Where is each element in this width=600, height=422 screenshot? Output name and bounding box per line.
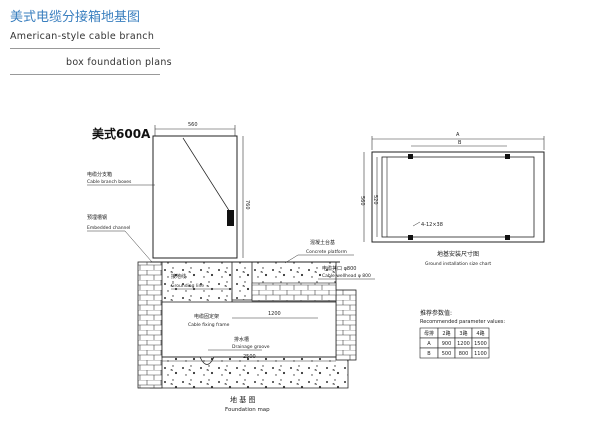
label-well: 电缆井口 φ800 Cable wellhead φ 800 [318, 265, 375, 280]
cable-branch-box [152, 135, 238, 259]
mount-hole [408, 154, 413, 159]
box-door-line [182, 137, 231, 213]
platform-brick-course [251, 282, 337, 302]
table-header-cell: 2路 [442, 330, 450, 337]
plan-dim-b: B [411, 140, 507, 147]
plan-dim-520-value: 520 [372, 195, 378, 205]
table-cell: 1200 [457, 341, 470, 347]
left-brick-wall [137, 261, 163, 389]
header-divider-2 [10, 74, 160, 75]
label-channel-en: Embedded channel [87, 225, 130, 231]
label-box-cn: 电缆分支箱 [87, 171, 112, 178]
label-frame-cn: 电缆固定架 [194, 313, 219, 320]
dim-bottom-value: 2500 [243, 354, 256, 360]
label-box: 电缆分支箱 Cable branch boxes [87, 171, 155, 186]
dim-bottom: 2500 [162, 354, 336, 362]
dim-height: 760 [242, 136, 250, 258]
params-title-en: Recommended parameter values: [420, 319, 505, 325]
dim-height-value: 760 [244, 200, 250, 210]
label-well-cn: 电缆井口 φ800 [322, 265, 356, 272]
label-channel-cn: 预埋槽钢 [87, 214, 107, 221]
page-title: 美式电缆分接箱地基图 [10, 10, 141, 25]
dim-top: 560 [154, 122, 236, 136]
drainage-groove [162, 356, 336, 365]
right-brick-wall [335, 289, 357, 361]
table-cell: B [427, 351, 431, 357]
table-header-cell: 3路 [459, 330, 467, 337]
label-platform-en: Concrete platform [306, 249, 347, 255]
table-cell: 500 [442, 351, 452, 357]
plan-caption-cn: 地基安装尺寸图 [437, 250, 479, 258]
table-header-cell: 4路 [476, 330, 484, 337]
table-cell: A [427, 341, 431, 347]
label-ground-cn: 接地线 [171, 273, 186, 280]
label-groove: 排水槽 Drainage groove [208, 336, 270, 351]
page-subtitle-line1: American-style cable branch [10, 31, 155, 42]
plan-hole-label-text: 4-12×38 [421, 222, 443, 228]
plan-dim-a: A [371, 132, 545, 150]
label-channel: 预埋槽钢 Embedded channel [87, 214, 153, 263]
table-cell: 900 [442, 341, 452, 347]
label-groove-cn: 排水槽 [234, 336, 249, 343]
label-ground: 接地线 Grounding line [171, 273, 232, 290]
plan-inner-frame [381, 156, 535, 238]
foundation-caption-en: Foundation map [225, 407, 270, 413]
plan-hole-label: 4-12×38 [412, 221, 443, 228]
label-platform: 混凝土台基 Concrete platform [284, 239, 354, 264]
table-cell: 800 [459, 351, 469, 357]
plan-dim-560-value: 560 [359, 196, 365, 206]
table-cell: 1100 [474, 351, 487, 357]
plan-caption-en: Ground installation size chart [425, 261, 491, 267]
dim-inner-value: 1200 [268, 311, 281, 317]
table-cell: 1500 [474, 341, 487, 347]
dim-inner: 1200 [232, 311, 318, 319]
label-box-en: Cable branch boxes [87, 179, 132, 185]
label-ground-en: Grounding line [171, 283, 204, 289]
label-platform-cn: 混凝土台基 [310, 239, 335, 246]
foundation-caption-cn: 地 基 图 [230, 395, 255, 404]
plan-dim-a-label: A [456, 132, 460, 138]
label-well-en: Cable wellhead φ 800 [322, 273, 371, 279]
box-handle [227, 210, 234, 226]
label-frame: 电缆固定架 Cable fixing frame [188, 313, 230, 328]
mount-hole [505, 154, 510, 159]
plan-dim-520: 520 [372, 157, 378, 237]
label-frame-en: Cable fixing frame [188, 322, 230, 328]
label-groove-en: Drainage groove [232, 344, 270, 350]
page-subtitle-line2: box foundation plans [66, 57, 172, 68]
mount-hole [505, 235, 510, 240]
table-header-cell: 母排 [424, 330, 434, 337]
model-label: 美式600A [92, 127, 151, 141]
params-title-cn: 推荐参数值: [420, 309, 452, 317]
dim-top-value: 560 [188, 122, 198, 128]
mount-hole [408, 235, 413, 240]
plan-dim-b-label: B [458, 140, 462, 146]
table-cell-border [471, 347, 490, 359]
platform-block [231, 261, 253, 301]
header-divider [10, 48, 160, 49]
cable-well-cavity [161, 301, 337, 358]
plan-dim-560: 560 [359, 152, 365, 242]
